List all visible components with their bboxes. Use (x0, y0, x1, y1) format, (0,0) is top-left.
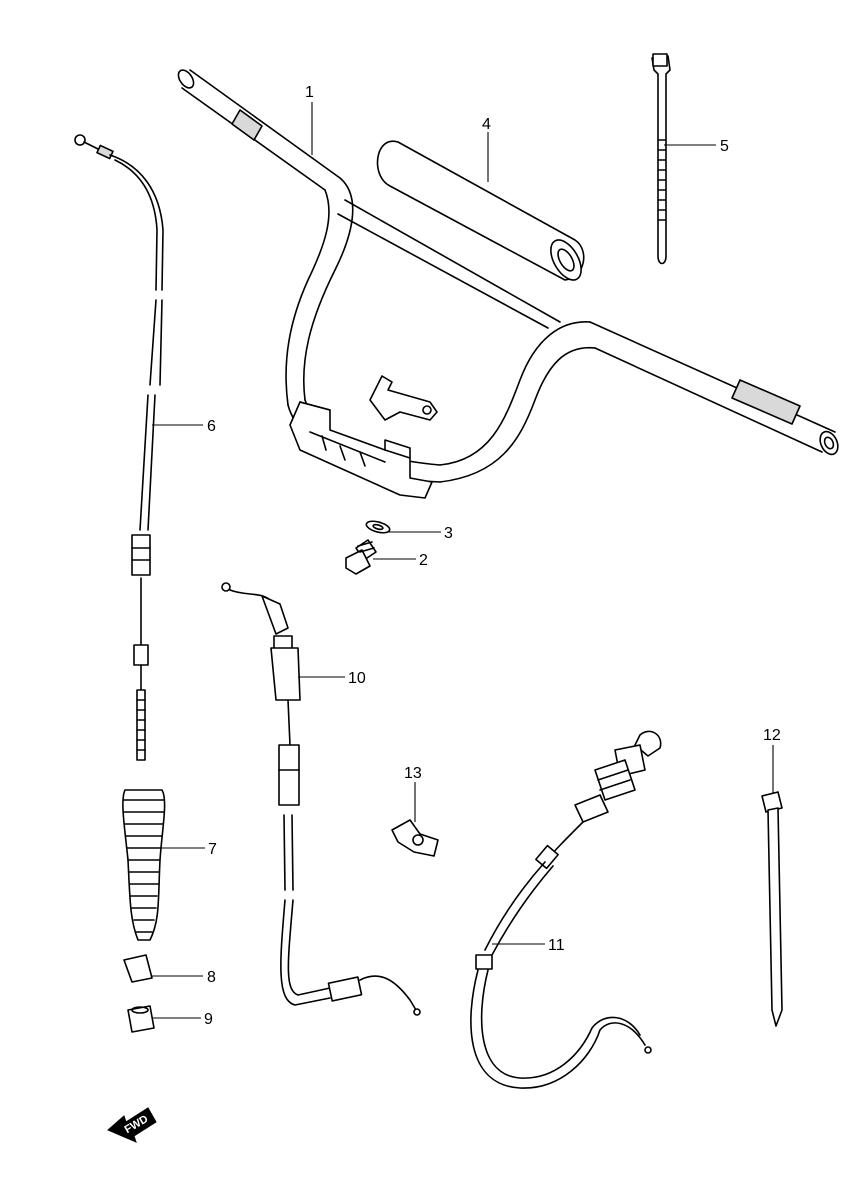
boot-part-7[interactable] (122, 789, 166, 941)
callout-3: 3 (444, 525, 453, 542)
callout-4: 4 (482, 116, 491, 133)
grommet-part-8[interactable] (123, 954, 153, 983)
callout-8: 8 (207, 969, 216, 986)
callout-2: 2 (419, 552, 428, 569)
callout-1: 1 (305, 84, 314, 101)
leader-lines (152, 102, 774, 1019)
callout-13: 13 (404, 765, 422, 782)
cable-part-6[interactable] (74, 134, 164, 761)
clamp-part-13[interactable] (391, 819, 439, 857)
fwd-arrow-icon: FWD (107, 1107, 157, 1143)
callouts: 1 4 5 6 3 2 10 13 7 12 11 8 9 (204, 84, 781, 1028)
callout-10: 10 (348, 670, 366, 687)
bolt-part-2[interactable] (345, 539, 377, 575)
callout-11: 11 (548, 937, 565, 954)
handlebar-pad-part-4[interactable] (376, 140, 588, 285)
callout-5: 5 (720, 138, 729, 155)
choke-cable-part-11[interactable] (470, 730, 662, 1089)
cable-tie-part-5[interactable] (651, 53, 671, 265)
callout-6: 6 (207, 418, 216, 435)
cable-tie-part-12[interactable] (761, 791, 783, 1027)
throttle-cable-part-10[interactable] (221, 582, 421, 1016)
callout-7: 7 (208, 841, 217, 858)
handlebar-part-1[interactable] (175, 67, 841, 499)
washer-part-3[interactable] (365, 519, 391, 535)
callout-9: 9 (204, 1011, 213, 1028)
callout-12: 12 (763, 727, 781, 744)
nut-part-9[interactable] (127, 1005, 155, 1033)
